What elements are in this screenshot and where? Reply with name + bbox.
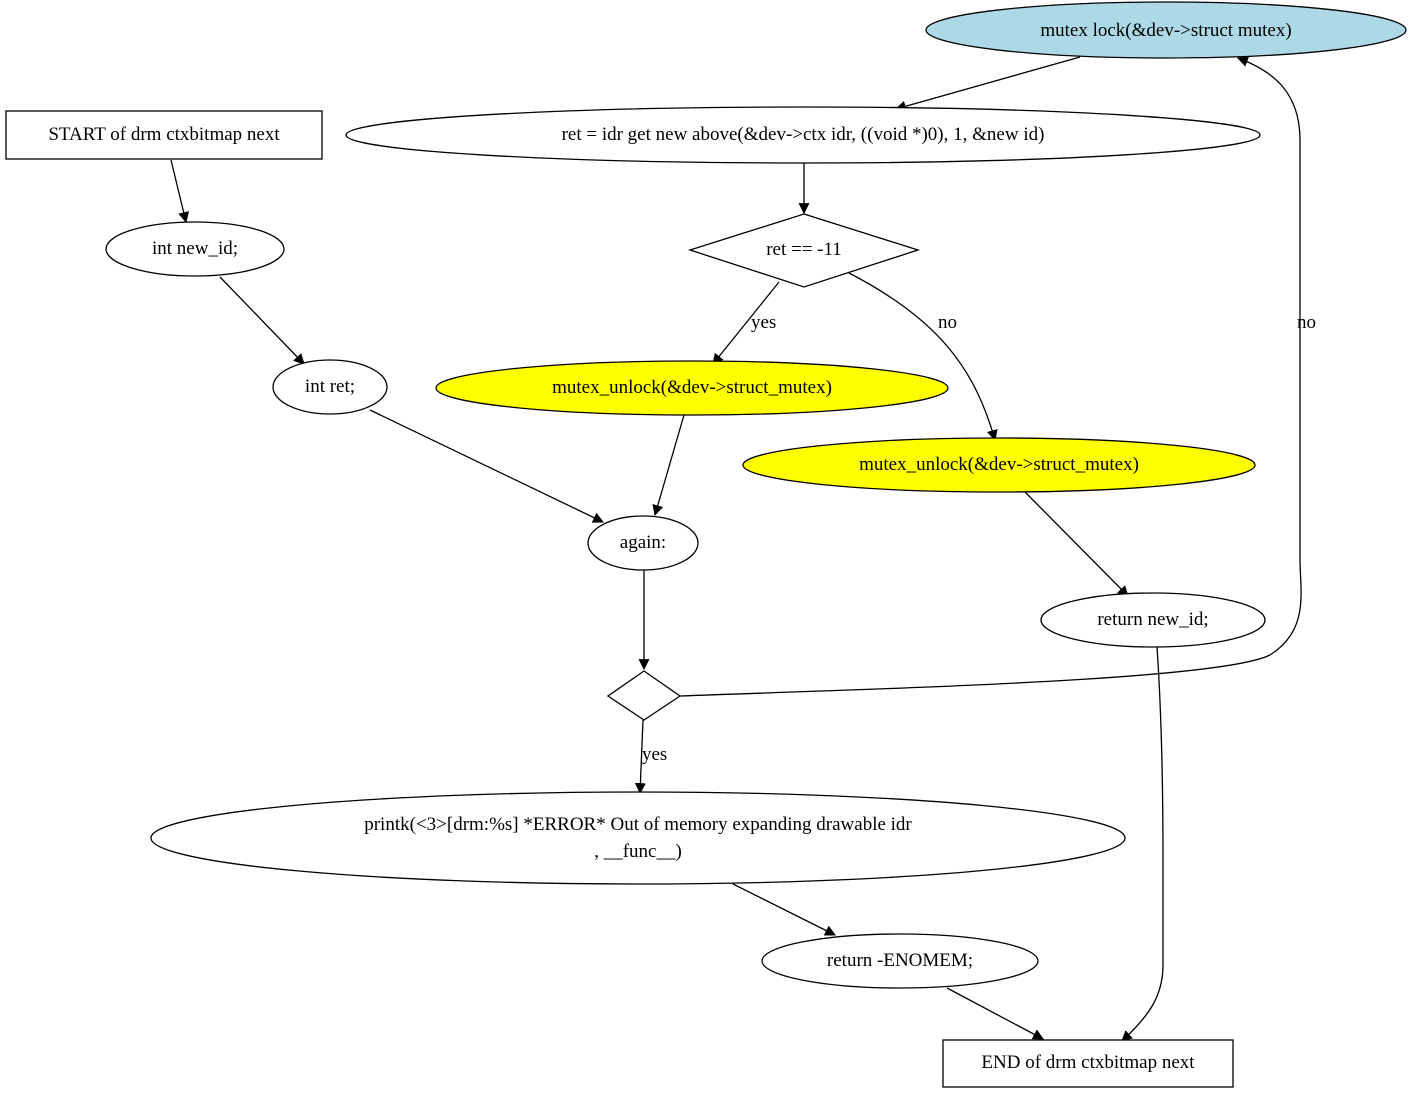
edge-return-new-id-to-end (1121, 646, 1164, 1042)
node-ret-check-label: ret == -11 (766, 239, 842, 260)
node-again-label: again: (620, 532, 666, 553)
node-end: END of drm ctxbitmap next (942, 1039, 1234, 1088)
node-cond-diamond (606, 670, 682, 721)
node-idr-get-label: ret = idr get new above(&dev->ctx idr, (… (562, 124, 1045, 145)
node-idr-get: ret = idr get new above(&dev->ctx idr, (… (345, 106, 1261, 164)
node-mutex-lock: mutex lock(&dev->struct mutex) (925, 1, 1407, 59)
node-unlock-no: mutex_unlock(&dev->struct_mutex) (742, 437, 1256, 493)
edge-ret-check-to-unlock-no (848, 272, 998, 442)
node-ret-check-diamond: ret == -11 (687, 213, 921, 288)
edge-mutex-lock-to-idr-get (894, 56, 1081, 112)
node-new-id-label: int new_id; (152, 238, 238, 259)
edges (170, 56, 1302, 1042)
node-return-enomem-label: return -ENOMEM; (827, 950, 973, 971)
node-printk-label-line2: , __func__) (594, 841, 682, 862)
node-again: again: (587, 515, 699, 571)
node-start-label: START of drm ctxbitmap next (48, 124, 280, 145)
edge-unlock-yes-to-again (652, 414, 685, 517)
node-end-label: END of drm ctxbitmap next (981, 1052, 1195, 1073)
edge-labels: yes no yes no (642, 312, 1316, 765)
node-start: START of drm ctxbitmap next (5, 110, 323, 160)
node-new-id: int new_id; (105, 221, 285, 277)
edge-label-ret-yes: yes (751, 312, 776, 333)
edge-cond-to-mutex-lock (679, 56, 1302, 697)
edge-ret-to-again (369, 409, 604, 523)
node-return-new-id: return new_id; (1040, 592, 1266, 648)
edge-label-cond-yes: yes (642, 744, 667, 765)
node-return-new-id-label: return new_id; (1097, 609, 1208, 630)
node-ret: int ret; (272, 359, 388, 415)
edge-new-id-to-ret (219, 276, 305, 365)
edge-label-ret-no: no (938, 312, 957, 333)
node-printk: printk(<3>[drm:%s] *ERROR* Out of memory… (150, 791, 1126, 885)
node-printk-label-line1: printk(<3>[drm:%s] *ERROR* Out of memory… (364, 814, 912, 835)
edge-label-cond-no: no (1297, 312, 1316, 333)
node-ret-label: int ret; (305, 376, 355, 397)
node-unlock-yes: mutex_unlock(&dev->struct_mutex) (435, 360, 949, 416)
node-return-enomem: return -ENOMEM; (761, 933, 1039, 989)
edge-return-enomem-to-end (946, 987, 1044, 1040)
edge-start-to-new-id (170, 159, 190, 224)
edge-unlock-no-to-return-new-id (1024, 491, 1129, 597)
edge-printk-to-return-enomem (732, 883, 836, 936)
node-unlock-yes-label: mutex_unlock(&dev->struct_mutex) (552, 377, 832, 398)
node-unlock-no-label: mutex_unlock(&dev->struct_mutex) (859, 454, 1139, 475)
edge-cond-to-printk (634, 719, 646, 795)
edge-ret-check-to-unlock-yes (712, 281, 780, 365)
node-mutex-lock-label: mutex lock(&dev->struct mutex) (1040, 20, 1291, 41)
